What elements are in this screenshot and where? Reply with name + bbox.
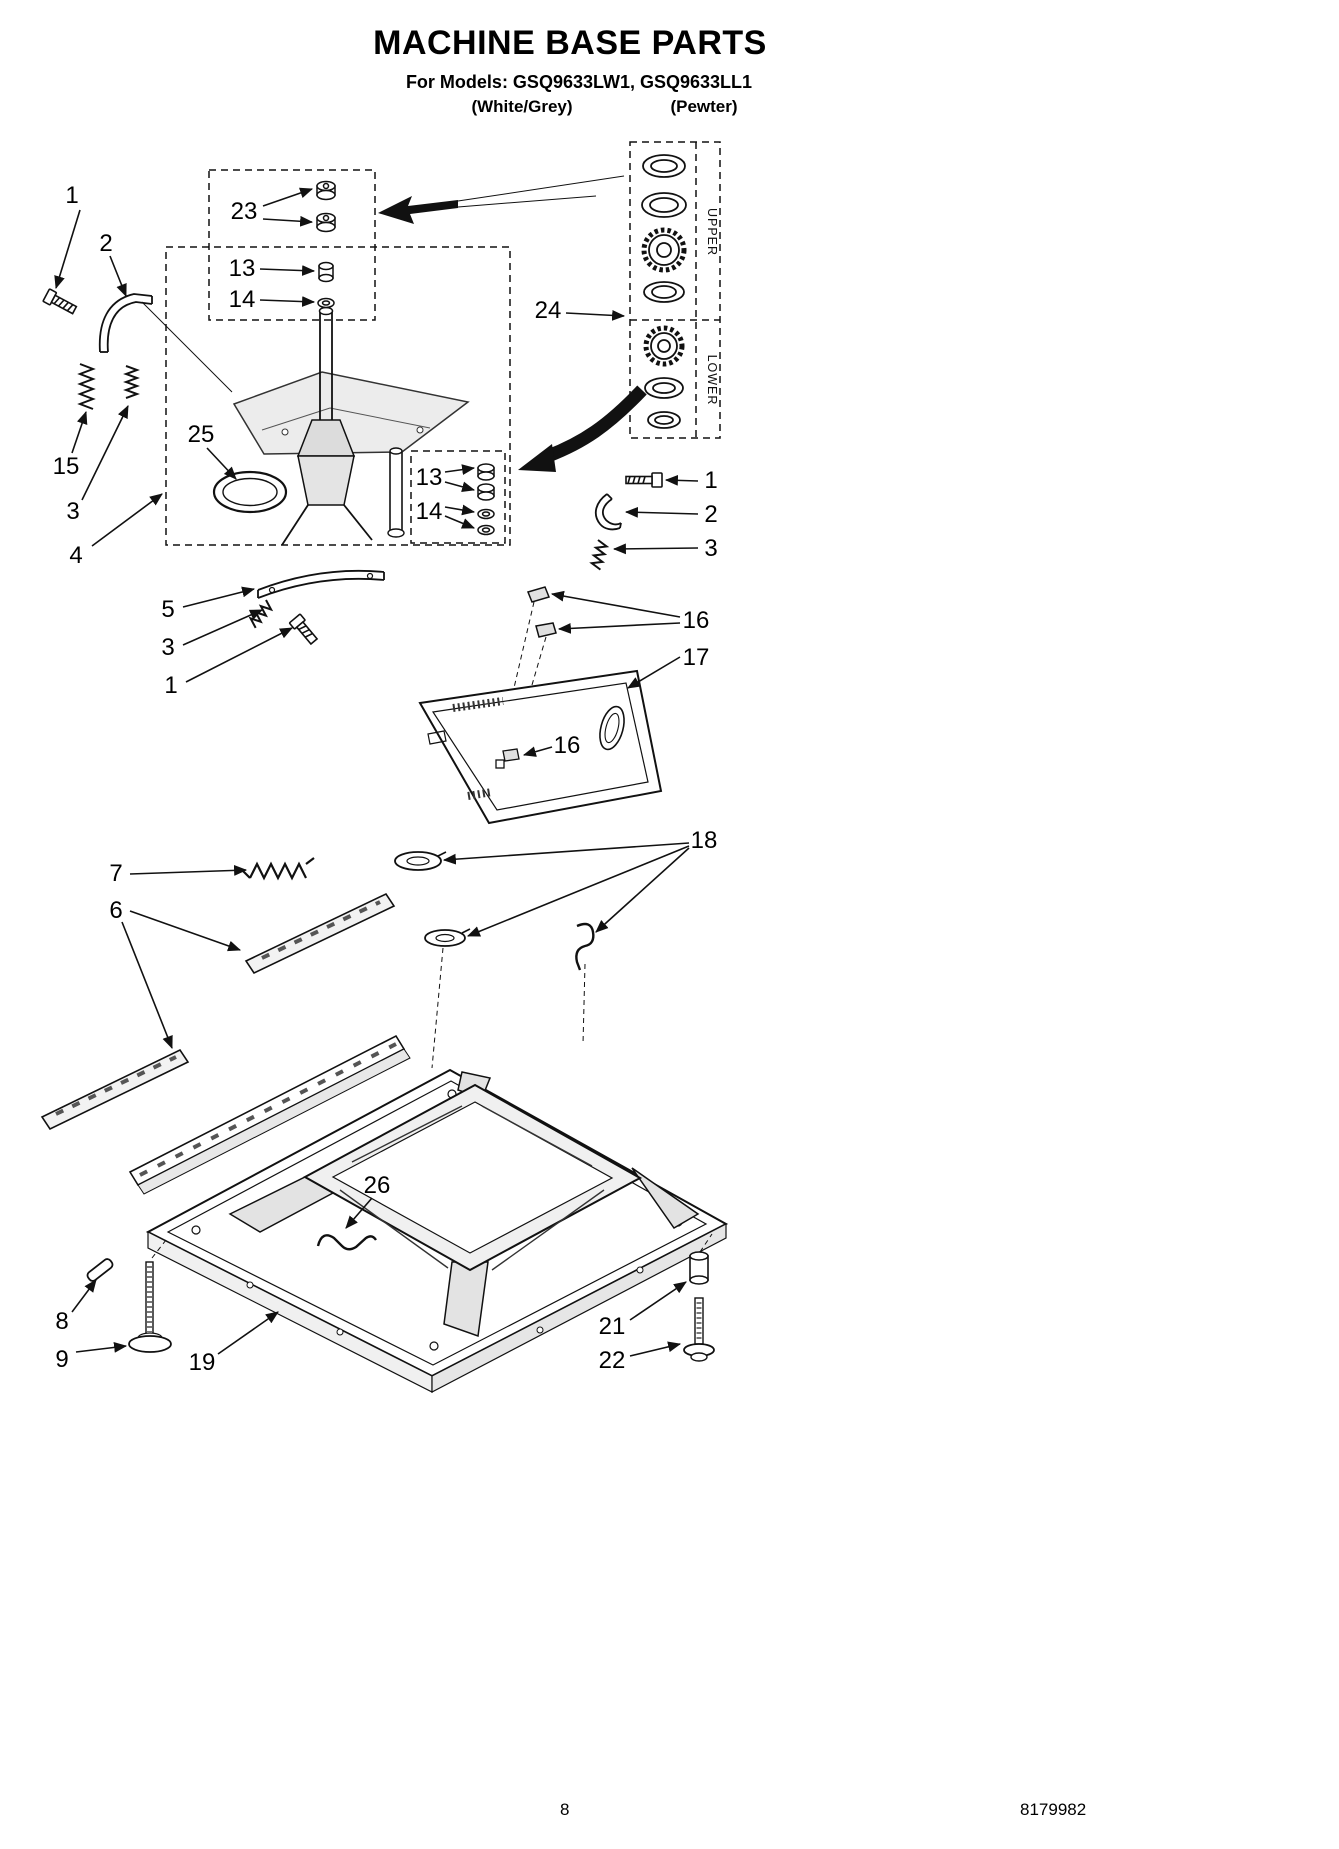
- part-22-bolt: [683, 1233, 715, 1362]
- part-callout: 2: [704, 501, 718, 528]
- part-callout: 9: [55, 1346, 69, 1373]
- part-callout: 16: [682, 607, 710, 634]
- gearcase-assembly: [141, 301, 470, 546]
- part-17-suspension-plate: [418, 669, 663, 825]
- callout-leader-lines: [54, 187, 699, 1357]
- part-callout: 14: [228, 286, 256, 313]
- part-25-seal-ring: [212, 470, 288, 514]
- lower-section-label: LOWER: [705, 355, 719, 406]
- reference-arrow-top: [378, 175, 625, 224]
- dashed-boxes: [165, 141, 721, 546]
- part-15-spring: [77, 363, 96, 410]
- part-callout: 22: [598, 1347, 626, 1374]
- part-callout: 6: [109, 897, 123, 924]
- part-callout: 2: [99, 230, 113, 257]
- part-callout: 19: [188, 1349, 216, 1376]
- part-8-pin: [86, 1258, 114, 1282]
- part-6-rails: [40, 892, 396, 1131]
- document-number: 8179982: [1020, 1800, 1087, 1819]
- part-callout: 4: [69, 542, 83, 569]
- part-callout: 26: [363, 1172, 391, 1199]
- part-callout: 23: [230, 198, 258, 225]
- part-callout: 3: [161, 634, 175, 661]
- part-callout: 1: [704, 467, 718, 494]
- part-callout: 16: [553, 732, 581, 759]
- color-variant-right: (Pewter): [670, 97, 738, 116]
- part-callout: 24: [534, 297, 562, 324]
- part-callout: 13: [228, 255, 256, 282]
- part-callout: 8: [55, 1308, 69, 1335]
- part-18-clips: [394, 851, 595, 1069]
- upper-section-label: UPPER: [705, 208, 719, 256]
- part-23-isolators: [316, 180, 336, 233]
- part-13-spacer-top: [318, 261, 334, 283]
- curved-arrow: [518, 385, 647, 472]
- part-2-bracket-right: [594, 493, 622, 531]
- part-21-spacer: [689, 1251, 709, 1285]
- models-line: For Models: GSQ9633LW1, GSQ9633LL1: [405, 72, 753, 92]
- part-13-14-isolator-stack: [477, 463, 495, 536]
- part-callout: 18: [690, 827, 718, 854]
- part-1-screw-center: [288, 613, 319, 646]
- part-5-strap: [257, 569, 385, 599]
- part-callout: 15: [52, 453, 80, 480]
- part-3-spring-right: [589, 539, 610, 571]
- part-callout: 3: [66, 498, 80, 525]
- part-26-clip: [316, 1234, 377, 1251]
- part-callout: 25: [187, 421, 215, 448]
- part-9-leveling-foot: [128, 1239, 172, 1353]
- part-callout: 5: [161, 596, 175, 623]
- part-3-spring-left: [123, 365, 140, 399]
- page-title: MACHINE BASE PARTS: [373, 24, 767, 62]
- part-1-screw-right: [625, 472, 663, 488]
- part-callout: 21: [598, 1313, 626, 1340]
- part-7-spring: [242, 857, 315, 881]
- part-callout: 14: [415, 498, 443, 525]
- part-19-machine-base: [128, 1034, 729, 1393]
- color-variant-left: (White/Grey): [471, 97, 573, 116]
- part-callout: 3: [704, 535, 718, 562]
- part-1-screw-top-left: [42, 288, 78, 315]
- part-callout: 1: [65, 182, 79, 209]
- part-24-bearing-kit-stack: [641, 154, 687, 429]
- part-callout: 17: [682, 644, 710, 671]
- page-number: 8: [560, 1800, 570, 1819]
- part-14-washer-top: [317, 297, 335, 309]
- part-callout: 1: [164, 672, 178, 699]
- part-2-bracket-top-left: [98, 293, 153, 353]
- part-callout: 13: [415, 464, 443, 491]
- part-callout: 7: [109, 860, 123, 887]
